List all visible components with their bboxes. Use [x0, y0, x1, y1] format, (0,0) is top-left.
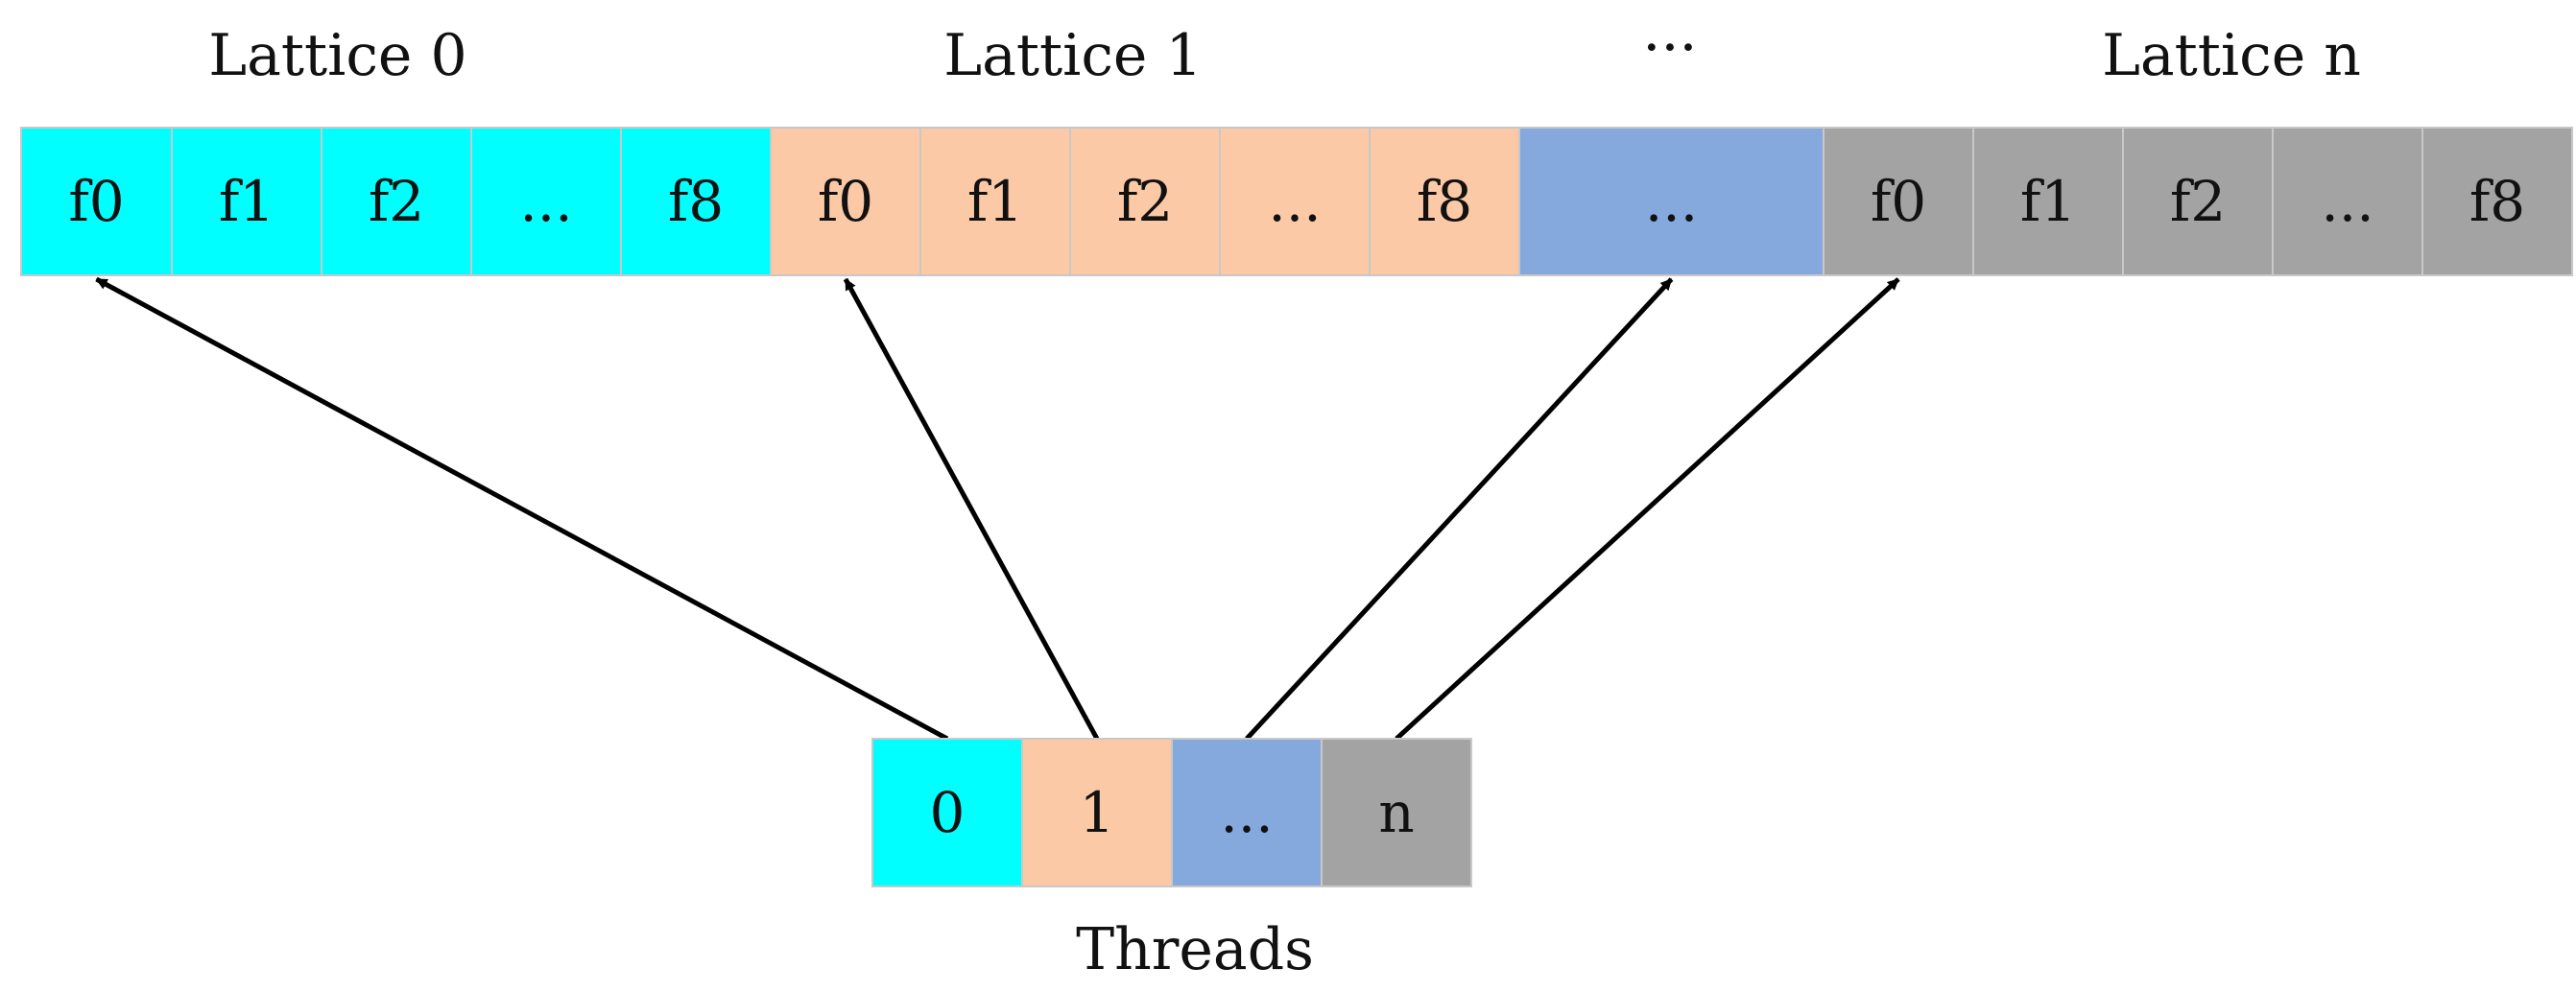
memory-cell: f8 [1369, 127, 1520, 276]
memory-cell-label: f2 [2170, 169, 2226, 234]
memory-cell-label: ... [519, 169, 572, 234]
memory-cell-label: f8 [668, 169, 724, 234]
thread-to-lattice-arrow [1245, 277, 1674, 741]
thread-cell: 1 [1021, 738, 1173, 887]
lattice-n-label: Lattice n [2102, 22, 2361, 89]
thread-cell: n [1321, 738, 1472, 887]
memory-cell: f2 [321, 127, 472, 276]
memory-cell: ... [470, 127, 622, 276]
thread-cell: 0 [871, 738, 1023, 887]
lattice-0-label: Lattice 0 [208, 22, 466, 89]
memory-cell: f1 [919, 127, 1071, 276]
memory-cell: f1 [171, 127, 322, 276]
memory-cell-label: f2 [369, 169, 424, 234]
memory-cell: f2 [2122, 127, 2274, 276]
memory-cell: ... [1518, 127, 1825, 276]
memory-cell: f0 [770, 127, 921, 276]
memory-cell: ... [1219, 127, 1371, 276]
memory-cell: f8 [620, 127, 772, 276]
memory-cell-label: ... [2321, 169, 2373, 234]
memory-cell-label: f8 [2469, 169, 2525, 234]
thread-to-lattice-arrow [843, 277, 1100, 741]
memory-cell-label: f1 [967, 169, 1023, 234]
memory-cell: ... [2272, 127, 2423, 276]
memory-cell-label: ... [1645, 169, 1698, 234]
memory-cell: f1 [1972, 127, 2124, 276]
thread-cell-label: 0 [930, 780, 966, 845]
threads-caption: Threads [1076, 916, 1314, 983]
memory-row: f0 f1 f2... f8 f0 f1 f2... f8... f0 f1 f2... f8 [20, 127, 2573, 276]
memory-cell-label: f1 [219, 169, 274, 234]
memory-cell-label: f8 [1417, 169, 1472, 234]
lattice-1-label: Lattice 1 [943, 22, 1202, 89]
thread-cell-label: n [1378, 780, 1414, 845]
arrows [95, 276, 1900, 742]
thread-to-lattice-arrow [95, 276, 949, 742]
memory-cell-label: f1 [2020, 169, 2076, 234]
memory-cell: f2 [1069, 127, 1221, 276]
thread-cell: ... [1171, 738, 1323, 887]
thread-row: 0 1... n [871, 738, 1472, 887]
thread-to-lattice-arrow [1395, 277, 1900, 741]
memory-cell: f0 [20, 127, 173, 276]
lattice-ellipsis-label: ··· [1642, 14, 1697, 82]
thread-cell-label: 1 [1080, 780, 1115, 845]
memory-cell-label: f0 [68, 169, 124, 234]
memory-cell: f8 [2421, 127, 2573, 276]
thread-cell-label: ... [1220, 780, 1273, 845]
memory-cell-label: f2 [1117, 169, 1173, 234]
memory-cell-label: ... [1268, 169, 1321, 234]
memory-cell: f0 [1823, 127, 1974, 276]
memory-cell-label: f0 [1871, 169, 1926, 234]
memory-cell-label: f0 [818, 169, 873, 234]
